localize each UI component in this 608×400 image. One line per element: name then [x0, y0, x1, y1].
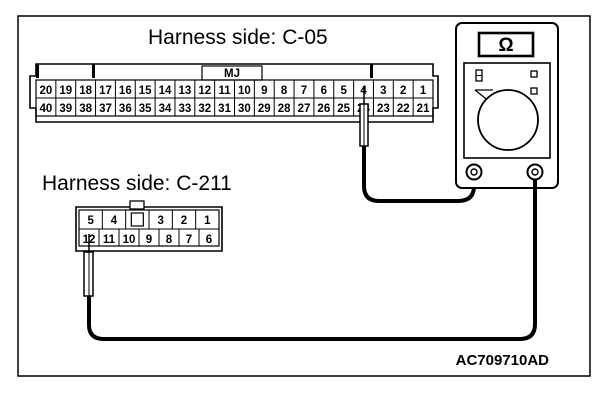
c05-top-pin-1: 1: [420, 85, 427, 97]
c211-top-pin-3: 3: [157, 215, 163, 227]
c05-bottom-pin-34: 34: [159, 103, 172, 115]
c05-top-pin-3: 3: [380, 85, 386, 97]
c05-top-pin-14: 14: [159, 85, 172, 97]
ohmmeter: Ω: [455, 22, 559, 189]
c05-bottom-pin-30: 30: [238, 103, 251, 115]
connector-c05-lock-mid: [92, 64, 95, 78]
c05-bottom-pin-31: 31: [218, 103, 231, 115]
c05-bottom-pin-38: 38: [79, 103, 92, 115]
c05-top-pin-9: 9: [261, 85, 267, 97]
connector-c05-bottom-row: 4039383736353433323130292827262524232221: [40, 103, 431, 115]
c05-bottom-pin-39: 39: [59, 103, 72, 115]
ohm-symbol-icon: Ω: [498, 35, 513, 56]
c05-bottom-pin-23: 23: [377, 103, 390, 115]
lead-c211-to-meter: [87, 179, 537, 341]
connector-c05-top-row: 2019181716151413121110987654321: [40, 85, 427, 97]
figure-frame: [17, 15, 591, 377]
figure-id: AC709710AD: [456, 352, 550, 369]
c211-top-empty-slot: [130, 212, 144, 227]
c05-top-pin-5: 5: [340, 85, 347, 97]
c05-bottom-pin-29: 29: [258, 103, 271, 115]
c05-top-pin-2: 2: [400, 85, 406, 97]
c211-bottom-pin-10: 10: [123, 234, 136, 246]
c05-top-pin-11: 11: [218, 85, 231, 97]
c05-bottom-pin-28: 28: [278, 103, 291, 115]
c05-top-pin-20: 20: [40, 85, 53, 97]
c05-bottom-pin-27: 27: [298, 103, 311, 115]
connector-c05-lock-left: [36, 64, 39, 78]
c05-top-pin-7: 7: [301, 85, 307, 97]
connector-c05-lock-right: [370, 64, 373, 78]
c211-top-pin-2: 2: [181, 215, 187, 227]
c05-bottom-pin-25: 25: [337, 103, 350, 115]
c05-top-pin-6: 6: [321, 85, 327, 97]
ohmmeter-switch-right-1: [530, 70, 538, 78]
c05-bottom-pin-35: 35: [139, 103, 152, 115]
connector-c05-cell-dividers: [55, 80, 414, 116]
connector-c211-key: [129, 200, 145, 210]
c05-top-pin-8: 8: [281, 85, 288, 97]
c05-top-pin-16: 16: [119, 85, 132, 97]
ohmmeter-switch-right-2: [530, 87, 538, 95]
connector-c211-title: Harness side: C-211: [42, 172, 232, 195]
c05-bottom-pin-32: 32: [198, 103, 211, 115]
c211-bottom-pin-8: 8: [166, 234, 173, 246]
c211-bottom-pin-6: 6: [206, 234, 212, 246]
c05-bottom-pin-26: 26: [317, 103, 330, 115]
c05-bottom-pin-40: 40: [40, 103, 53, 115]
lead-c05-to-meter: [362, 146, 476, 203]
c211-bottom-pin-9: 9: [146, 234, 152, 246]
c05-top-pin-18: 18: [79, 85, 92, 97]
c211-top-pin-1: 1: [204, 215, 211, 227]
c05-bottom-pin-21: 21: [417, 103, 430, 115]
connector-c211-cell-dividers: [98, 210, 200, 246]
c05-top-pin-17: 17: [99, 85, 112, 97]
c211-bottom-pin-7: 7: [186, 234, 192, 246]
c211-top-pin-5: 5: [87, 215, 94, 227]
ohmmeter-dial: [477, 89, 539, 151]
connector-c05-title: Harness side: C-05: [148, 26, 328, 49]
c211-bottom-pin-11: 11: [103, 234, 116, 246]
c211-top-pin-4: 4: [111, 215, 118, 227]
c05-top-pin-12: 12: [198, 85, 211, 97]
c05-bottom-pin-22: 22: [397, 103, 410, 115]
c05-bottom-pin-33: 33: [178, 103, 191, 115]
c05-top-pin-19: 19: [59, 85, 72, 97]
c05-bottom-pin-36: 36: [119, 103, 132, 115]
connector-c211-top-row: 5 4 3 2 1: [87, 212, 211, 227]
ohmmeter-display: [477, 31, 535, 58]
c05-top-pin-10: 10: [238, 85, 251, 97]
c05-bottom-pin-37: 37: [99, 103, 112, 115]
connector-c05-tag: MJ: [224, 68, 240, 80]
c05-top-pin-13: 13: [178, 85, 191, 97]
c05-top-pin-15: 15: [139, 85, 152, 97]
